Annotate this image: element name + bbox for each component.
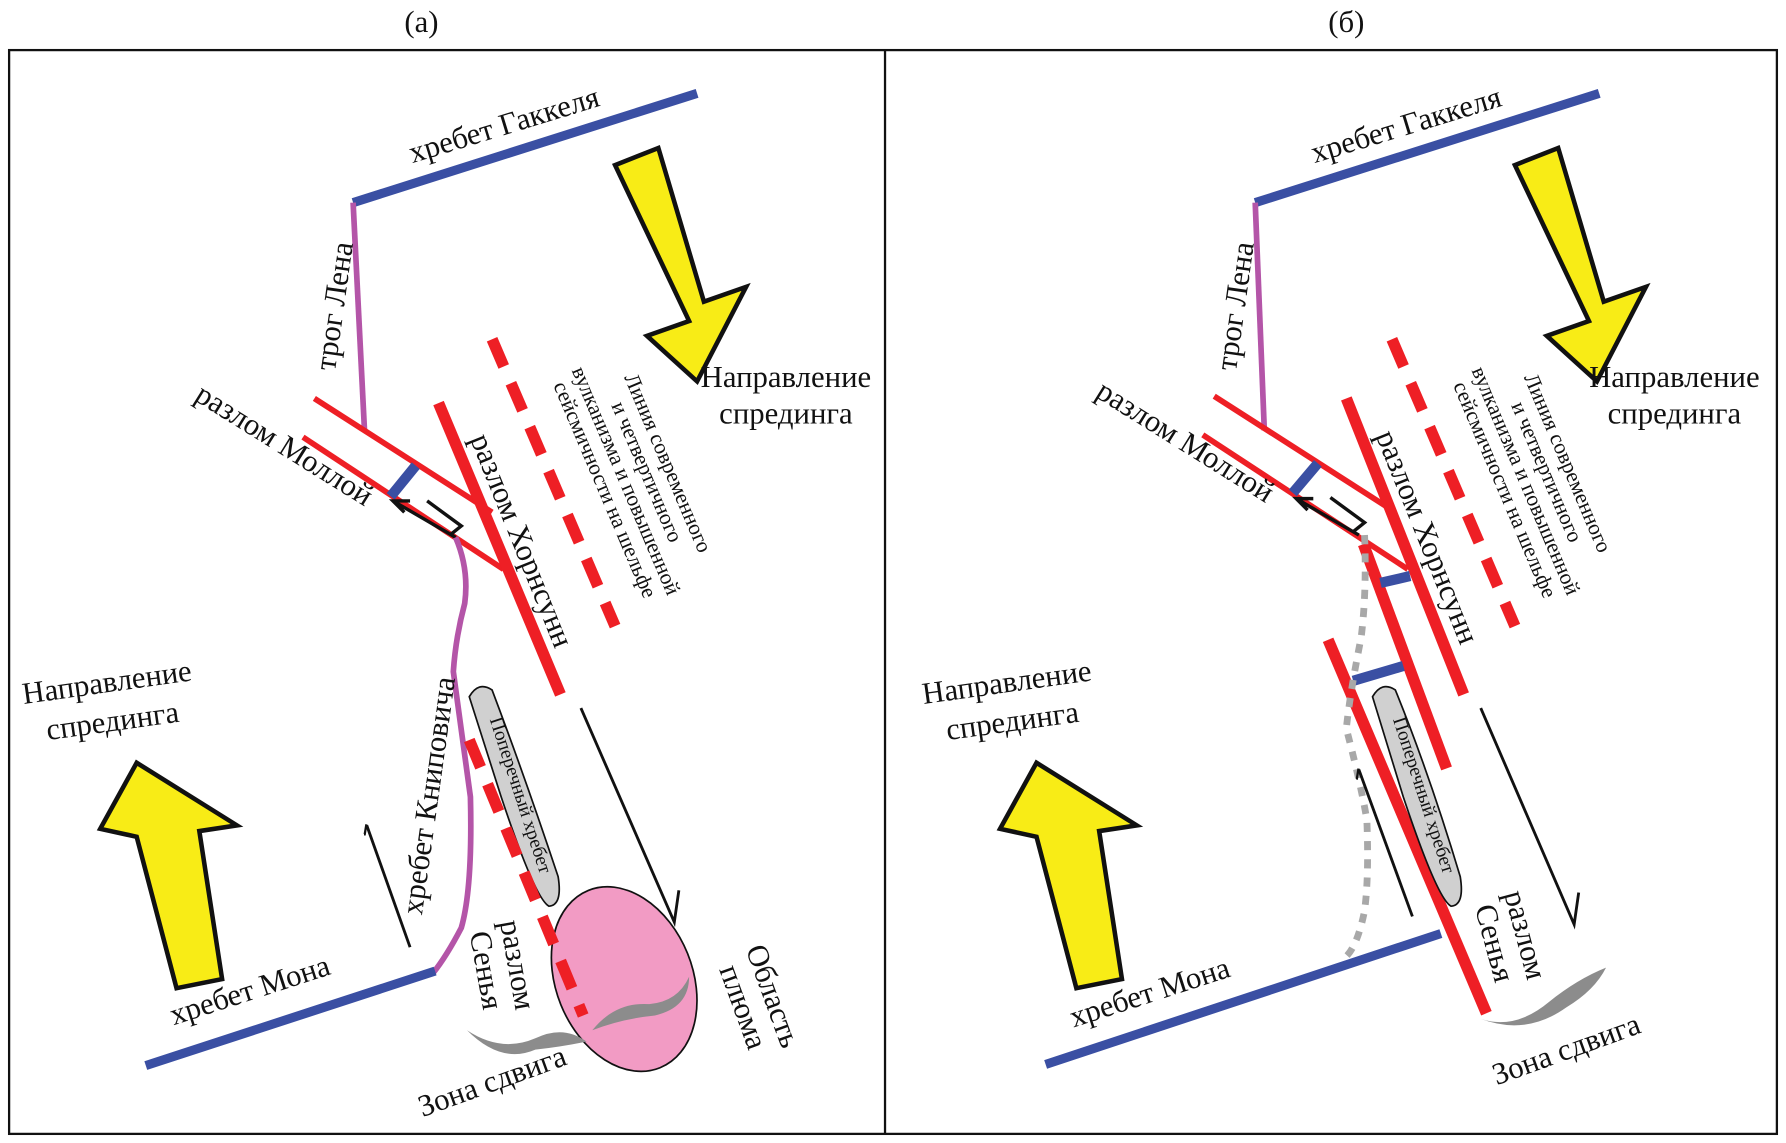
panel-b-title: (б) (1328, 5, 1364, 39)
panel-a-title: (а) (404, 5, 438, 39)
senja-label: разлом Сенья (1468, 887, 1554, 986)
frame (7, 48, 1779, 1136)
mohns-ridge (144, 966, 437, 1070)
shear-zone-swoosh (1480, 967, 1607, 1026)
motion-arrow-up (1359, 770, 1414, 917)
shear-zone-label: Зона сдвига (413, 1039, 571, 1124)
spreading-arrow-up (96, 759, 244, 991)
former-ridge-dotted (1342, 534, 1372, 959)
molloy-label: разлом Моллой (1090, 373, 1280, 509)
transverse-ridge (1371, 685, 1463, 908)
lena-trough (350, 202, 368, 431)
molloy-fault-line (1212, 393, 1394, 513)
spreading-arrow-down (1511, 144, 1651, 386)
motion-arrow-down (579, 707, 681, 928)
senja-fault (1322, 637, 1492, 1016)
lena-trough (1252, 202, 1268, 431)
spreading-arrow-down (611, 144, 751, 386)
molloy-label: разлом Моллой (189, 377, 379, 513)
spreading-arrow-up (996, 759, 1144, 991)
hornsund-fault (1341, 396, 1469, 697)
spreading-label: спрединга (1608, 397, 1742, 431)
ridge-segment (1288, 460, 1322, 497)
motion-arrow-up (367, 825, 412, 948)
spreading-label: Направление (701, 360, 872, 394)
plume-area (550, 885, 698, 1073)
knipovich-label: хребет Книповича (395, 674, 462, 916)
panel-a: хребет Гаккеля трог Лена разлом Моллой р… (20, 80, 871, 1124)
senja-fault (464, 737, 589, 1018)
shear-zone-swoosh (467, 1030, 587, 1055)
shear-arrows (388, 499, 465, 539)
ridge-segment (1351, 661, 1405, 686)
knipovich-ridge (430, 536, 474, 976)
senja-label: разлом Сенья (463, 917, 543, 1012)
ridge-segment (386, 462, 420, 500)
ridge-segment (1379, 571, 1412, 588)
lena-label: трог Лена (1209, 239, 1261, 372)
spreading-label: спрединга (719, 397, 853, 431)
molloy-fault-line (312, 396, 494, 515)
molloy-fault-line (301, 434, 506, 572)
gakkel-ridge (351, 89, 699, 207)
hornsund-label: разлом Хорнсунн (463, 429, 580, 652)
shear-zone-swoosh (592, 976, 690, 1031)
volcanism-dashed-line (486, 337, 621, 629)
volcanism-dashed-line (1386, 337, 1521, 629)
gakkel-ridge (1253, 89, 1601, 207)
fault-segment (1358, 542, 1452, 771)
mohns-ridge (1044, 929, 1443, 1069)
plume-label: Область плюма (712, 940, 807, 1054)
shear-zone-label: Зона сдвига (1487, 1007, 1645, 1092)
shear-arrows (1292, 496, 1368, 537)
panel-b: хребет Гаккеля трог Лена разлом Моллой р… (920, 80, 1760, 1092)
hornsund-fault (433, 400, 566, 697)
motion-arrow-down (1479, 707, 1581, 930)
lena-label: трог Лена (308, 239, 360, 372)
spreading-label: Направление (1589, 360, 1760, 394)
